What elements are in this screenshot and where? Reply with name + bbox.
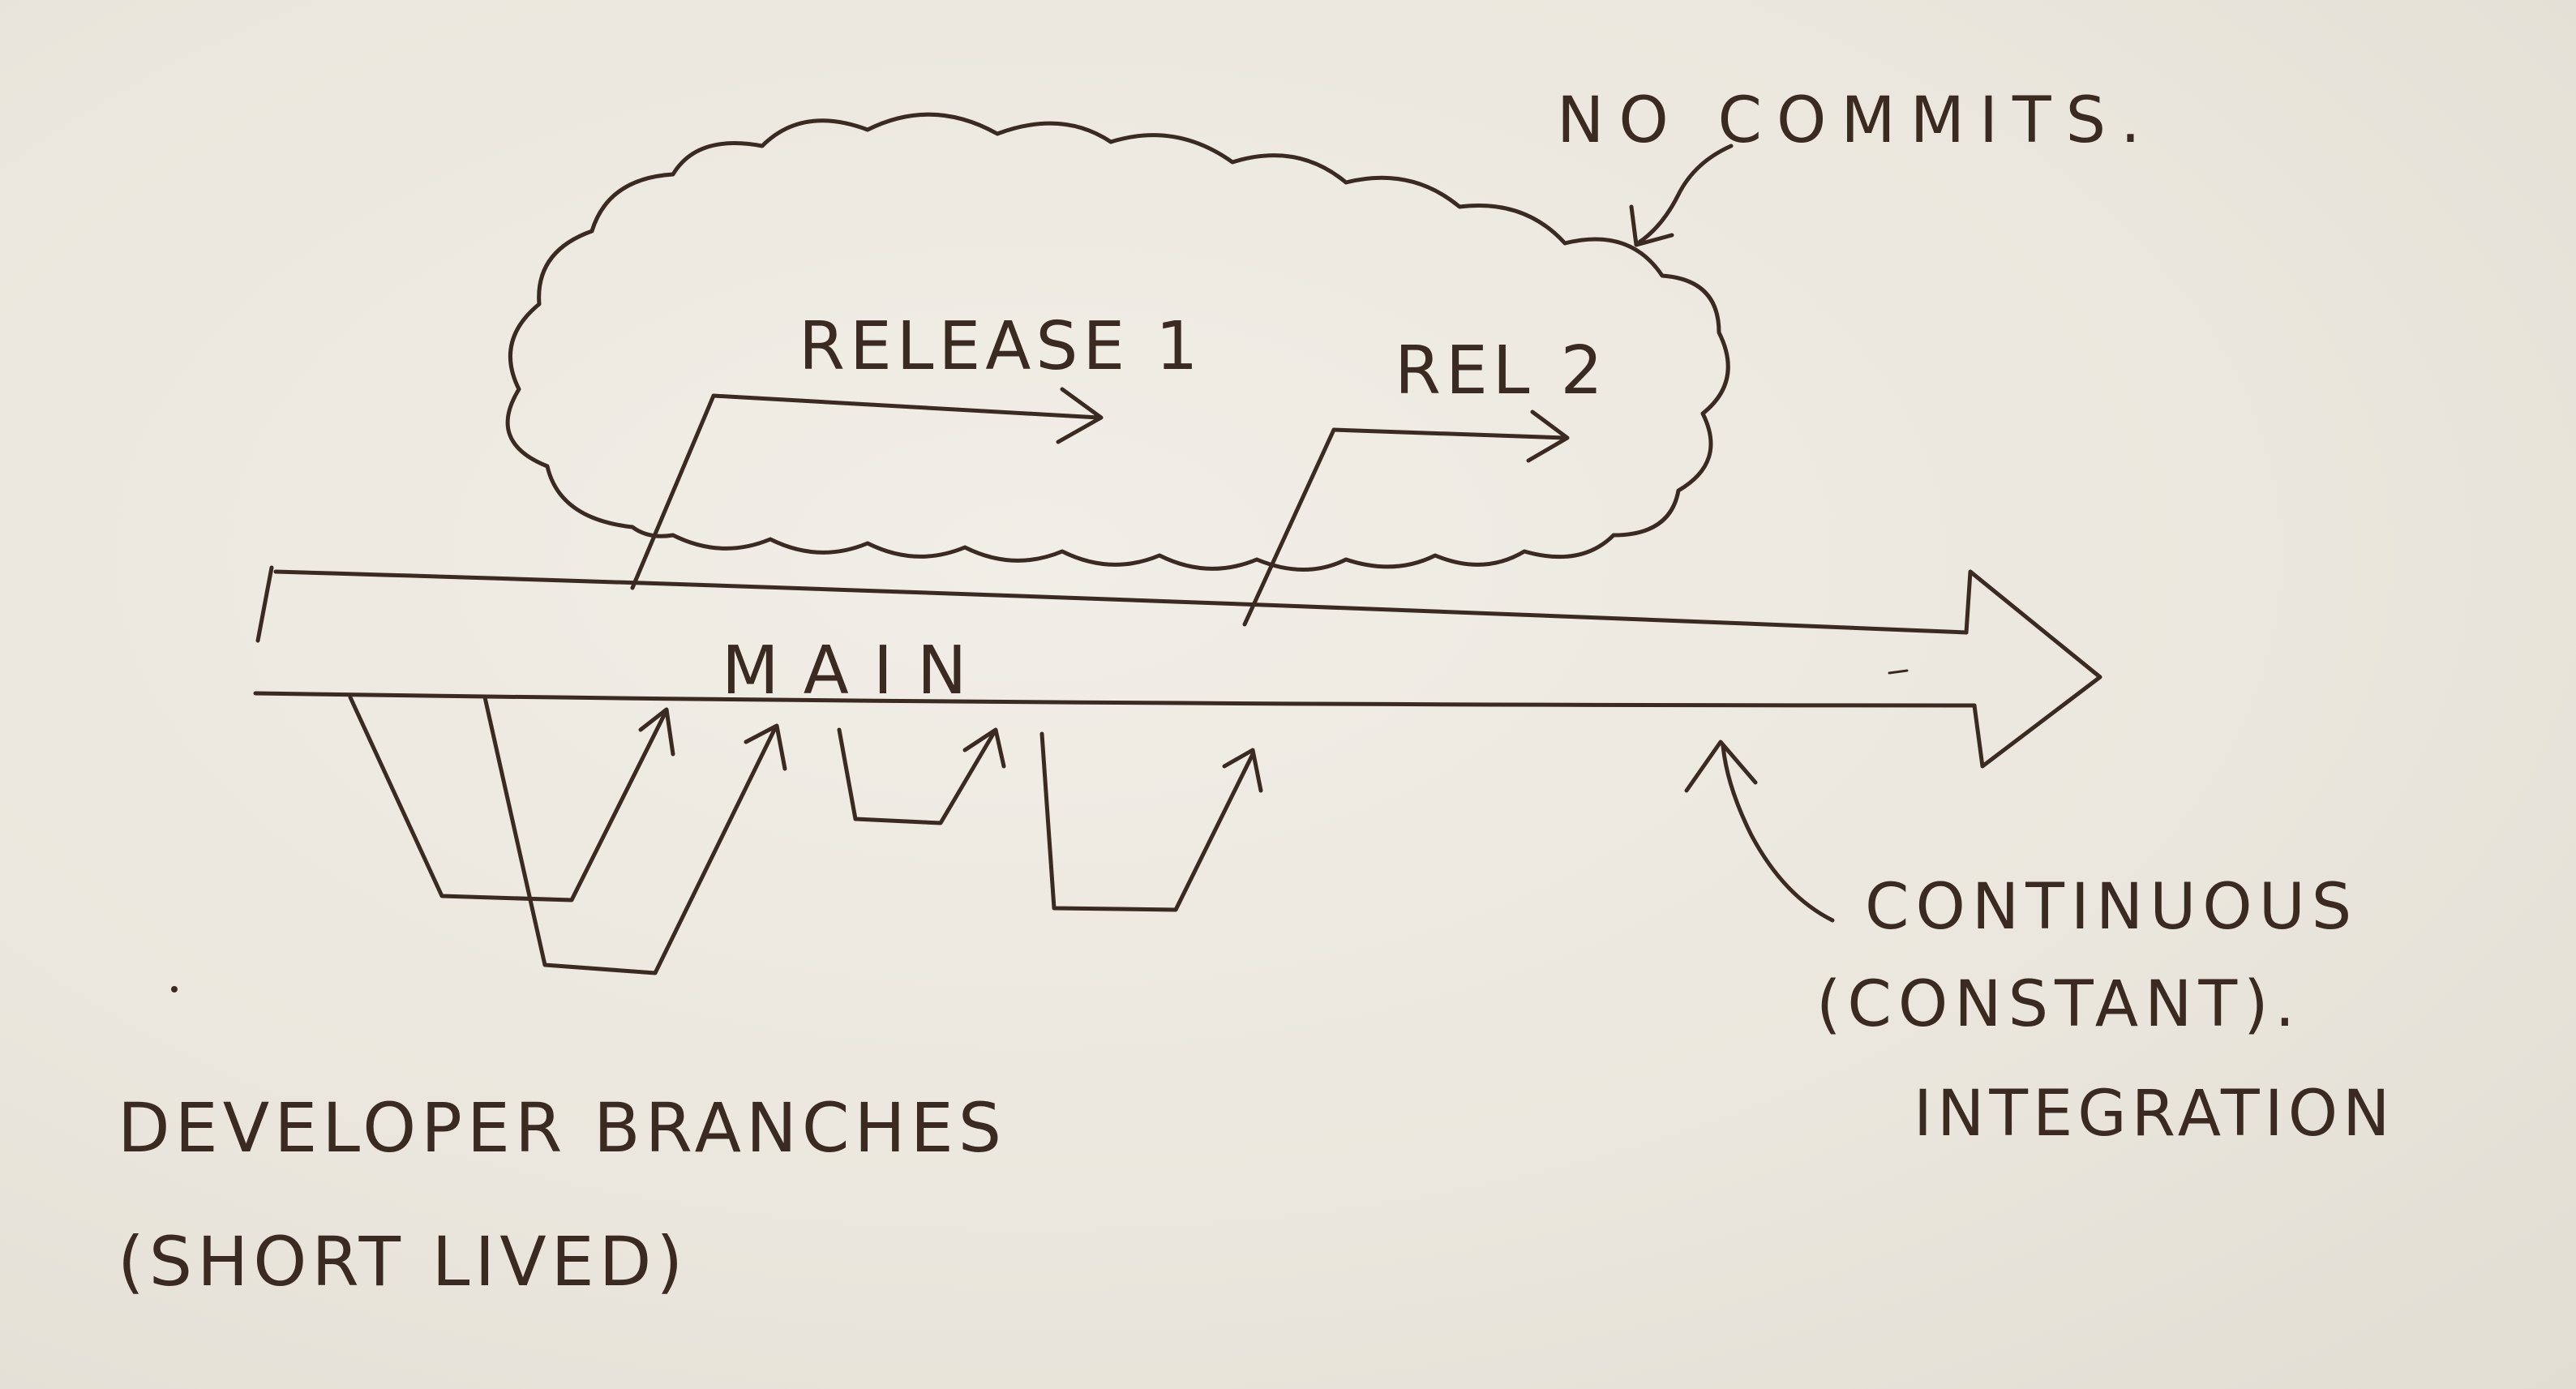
- no-commits-arrowhead: [1629, 204, 1674, 247]
- dev-branch-3-arrowhead: [962, 727, 1006, 769]
- dev-branch-2: [482, 695, 777, 975]
- continuous-label-line3: INTEGRATION: [1914, 1078, 2394, 1151]
- release-cloud: [505, 112, 1730, 572]
- rel2-label: REL 2: [1395, 332, 1608, 409]
- dev-branch-4-arrowhead: [1222, 748, 1263, 793]
- rel2-arrowhead: [1526, 409, 1570, 463]
- release1-branch-line: [630, 393, 1101, 590]
- continuous-integration-arrow: [1721, 744, 1835, 923]
- main-trunk-start-tick: [255, 565, 274, 643]
- developer-branches-label-line1: DEVELOPER BRANCHES: [118, 1088, 1006, 1168]
- no-commits-arrow: [1635, 144, 1734, 246]
- main-label: MAIN: [722, 632, 991, 710]
- continuous-integration-arrowhead: [1684, 740, 1758, 793]
- main-trunk-top-edge: [273, 569, 1969, 635]
- continuous-label-line1: CONTINUOUS: [1865, 871, 2358, 944]
- dev-branch-1: [348, 695, 667, 902]
- release1-arrowhead: [1056, 387, 1104, 444]
- stray-dot: [171, 986, 178, 992]
- release1-label: RELEASE 1: [799, 308, 1202, 385]
- continuous-label-line2: (CONSTANT).: [1816, 968, 2301, 1041]
- dev-branch-3: [837, 727, 996, 825]
- main-trunk-bottom-edge: [253, 691, 1977, 708]
- dev-branch-4: [1039, 731, 1255, 912]
- dev-branch-1-arrowhead: [638, 707, 675, 757]
- dev-branch-2-arrowhead: [744, 723, 787, 771]
- stray-mark: [1888, 669, 1909, 675]
- rel2-branch-line: [1242, 427, 1567, 627]
- no-commits-label: NO COMMITS.: [1557, 84, 2155, 157]
- main-trunk-arrowhead: [1964, 569, 2102, 769]
- developer-branches-label-line2: (SHORT LIVED): [118, 1222, 688, 1301]
